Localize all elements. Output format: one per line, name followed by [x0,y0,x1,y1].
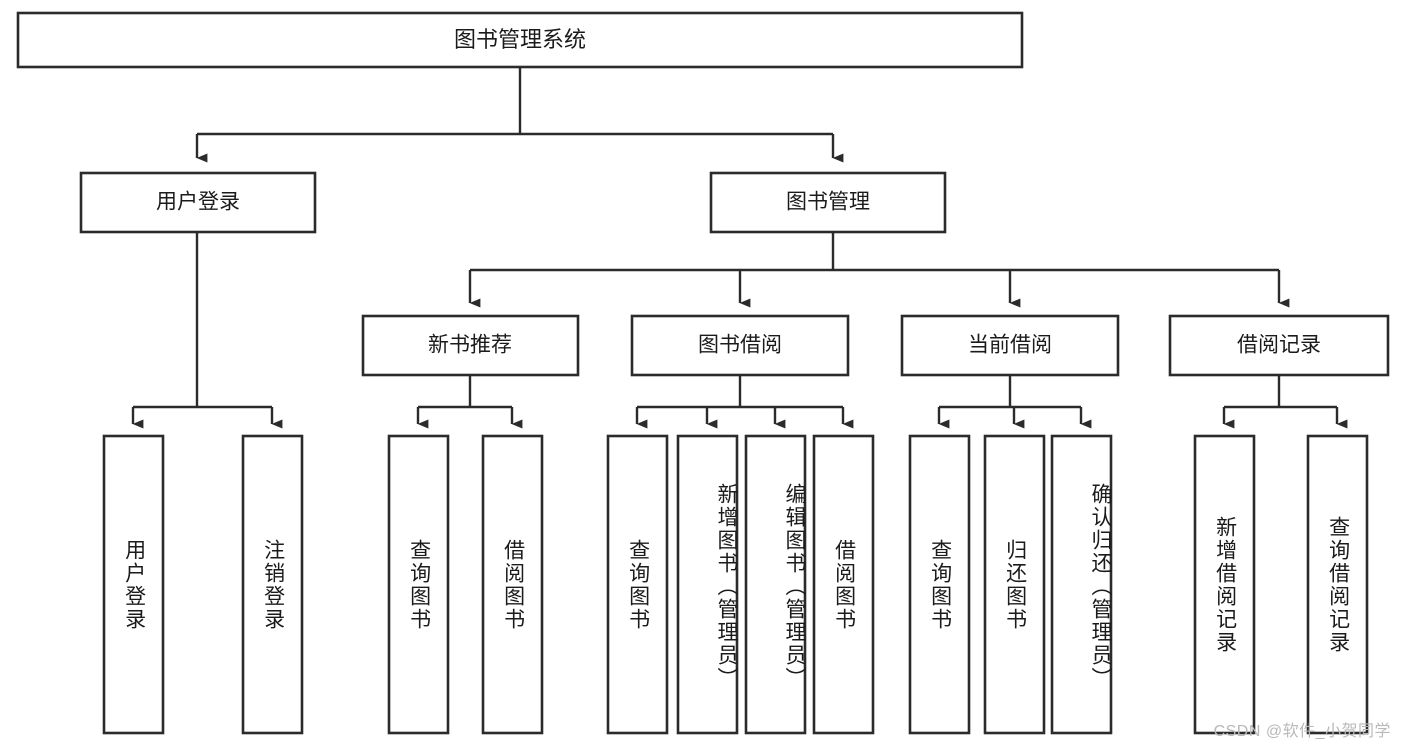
connector-book-borrow-to-leaves [635,375,854,429]
leaf-borrow-record-add[interactable] [1193,434,1256,735]
watermark-text: CSDN @软件_小贺同学 [1213,723,1391,740]
node-book-borrow-label: 图书借阅 [698,334,782,357]
node-current-borrow-label: 当前借阅 [968,334,1052,357]
node-book-management[interactable] [709,171,947,234]
node-root-book-management-system[interactable] [16,11,1024,69]
leaf-new-book-borrow[interactable] [481,434,544,735]
connector-book-manage-to-level3 [468,232,1290,308]
leaf-user-login-logout[interactable] [241,434,304,735]
connector-borrow-record-to-leaves [1222,375,1348,429]
node-current-borrow[interactable] [900,314,1120,377]
leaf-book-borrow-query[interactable] [606,434,669,735]
node-root-label: 图书管理系统 [454,27,586,52]
leaf-book-borrow-add[interactable] [676,434,739,735]
leaf-current-borrow-query[interactable] [908,434,971,735]
leaf-current-borrow-return[interactable] [983,434,1046,735]
connector-user-login-to-leaves [131,232,283,429]
node-book-borrow[interactable] [630,314,850,377]
leaf-book-borrow-edit[interactable] [744,434,807,735]
leaf-user-login-login[interactable] [102,434,165,735]
connector-root-to-level2 [195,67,844,163]
node-user-login[interactable] [79,171,317,234]
node-borrow-record-label: 借阅记录 [1237,334,1321,357]
node-new-book-recommend[interactable] [361,314,580,377]
leaf-borrow-record-query[interactable] [1306,434,1369,735]
node-book-management-label: 图书管理 [786,191,870,214]
connector-current-borrow-to-leaves [937,375,1092,429]
leaf-book-borrow-borrow[interactable] [812,434,875,735]
connector-new-book-to-leaves [416,375,523,429]
node-new-book-recommend-label: 新书推荐 [428,334,512,357]
leaf-current-borrow-confirm[interactable] [1050,434,1113,735]
node-borrow-record[interactable] [1168,314,1390,377]
leaf-new-book-query[interactable] [387,434,450,735]
node-user-login-label: 用户登录 [156,191,240,214]
